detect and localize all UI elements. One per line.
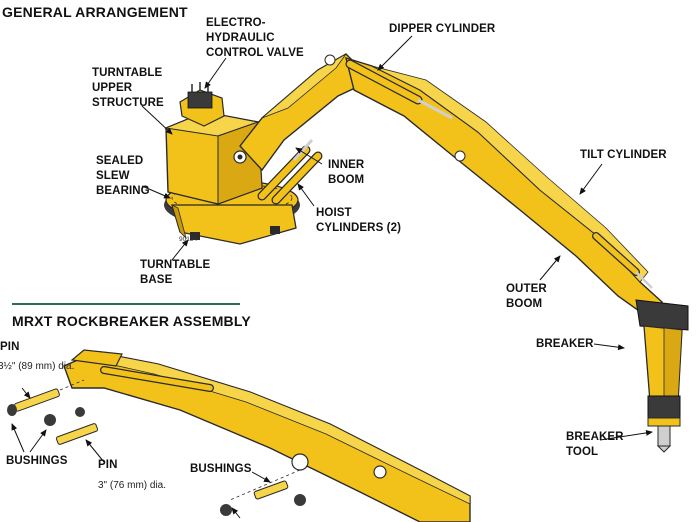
label-turntable-base: TURNTABLE BASE bbox=[140, 259, 211, 286]
label-dipper-cylinder: DIPPER CYLINDER bbox=[389, 23, 496, 35]
label-pin-top-dia: 3½" (89 mm) dia. bbox=[0, 361, 75, 372]
bushings-left-parts bbox=[7, 404, 85, 426]
tilt-cylinder bbox=[592, 232, 653, 289]
general-arrangement-title: GENERAL ARRANGEMENT bbox=[2, 4, 188, 20]
bushings-right-parts bbox=[220, 480, 306, 516]
callout-lines bbox=[141, 35, 653, 441]
assembly-boom bbox=[63, 349, 471, 522]
label-bushings-left: BUSHINGS bbox=[6, 455, 68, 467]
assembly-title: MRXT ROCKBREAKER ASSEMBLY bbox=[12, 313, 251, 329]
label-pin-mid: PIN bbox=[98, 459, 118, 471]
control-valve bbox=[179, 82, 225, 127]
turntable-base bbox=[171, 204, 297, 245]
turntable-upper-structure bbox=[164, 111, 263, 205]
label-hoist-cylinders: HOIST CYLINDERS (2) bbox=[316, 207, 402, 234]
label-pin-mid-dia: 3" (76 mm) dia. bbox=[98, 480, 167, 491]
label-outer-boom: OUTER BOOM bbox=[506, 283, 547, 310]
breaker-tool bbox=[656, 425, 672, 453]
label-tilt-cylinder: TILT CYLINDER bbox=[580, 149, 667, 161]
label-pin-top: PIN bbox=[0, 341, 20, 353]
figure-ref-number: 90134 bbox=[179, 236, 198, 243]
assembly-callout-lines bbox=[11, 387, 271, 519]
hoist-cylinders bbox=[257, 138, 323, 205]
section-divider bbox=[12, 303, 240, 305]
breaker bbox=[635, 299, 689, 427]
label-turntable-upper: TURNTABLE UPPER STRUCTURE bbox=[92, 67, 164, 109]
label-breaker: BREAKER bbox=[536, 338, 594, 350]
label-control-valve: ELECTRO- HYDRAULIC CONTROL VALVE bbox=[206, 17, 304, 59]
label-breaker-tool: BREAKER TOOL bbox=[566, 431, 624, 458]
pin-mid-part bbox=[55, 423, 99, 445]
label-inner-boom: INNER BOOM bbox=[328, 159, 365, 186]
dipper-cylinder bbox=[345, 59, 453, 120]
outer-boom bbox=[345, 56, 663, 322]
label-bushings-right: BUSHINGS bbox=[190, 463, 252, 475]
pin-top-part bbox=[14, 379, 85, 412]
label-sealed-slew: SEALED SLEW BEARING bbox=[96, 155, 150, 197]
